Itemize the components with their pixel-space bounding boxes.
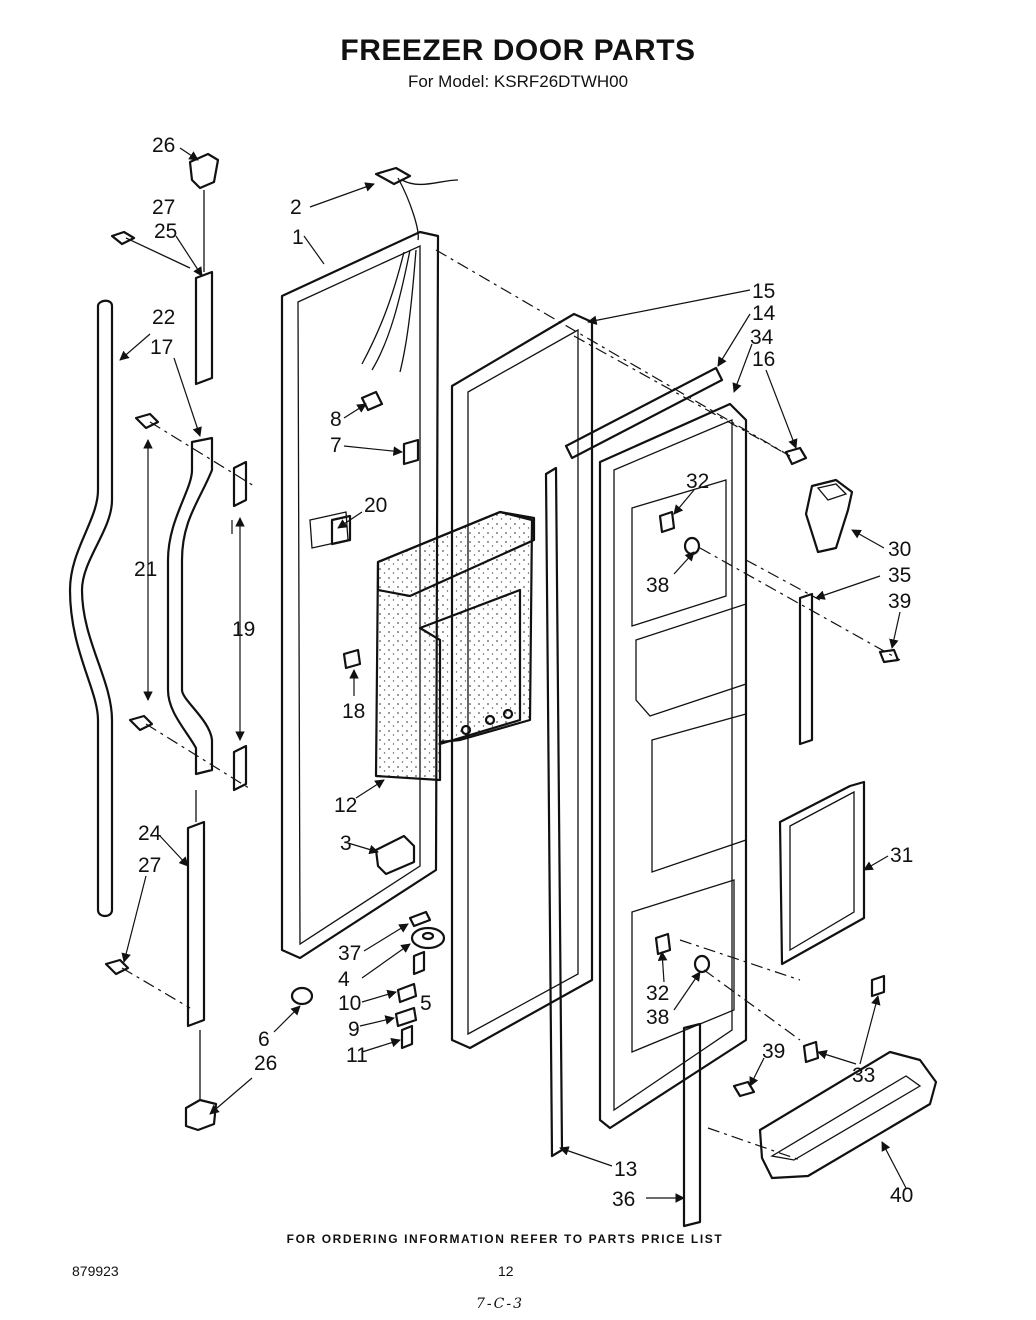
page-number: 12 [498, 1263, 514, 1279]
part-label: 33 [852, 1064, 875, 1087]
lower-hinge-bracket-24 [186, 790, 206, 1028]
part-label: 38 [646, 574, 669, 597]
part-label: 11 [346, 1044, 368, 1067]
part-label: 39 [888, 590, 911, 613]
shelf-clip-32-lower [654, 932, 672, 956]
screw-16 [784, 446, 808, 466]
switch-bracket-20 [330, 514, 352, 546]
spacer-10 [396, 982, 418, 1004]
part-label: 12 [334, 794, 357, 817]
part-label: 5 [420, 992, 432, 1015]
washer-37 [408, 910, 432, 928]
trim-strip-36 [682, 1022, 702, 1228]
part-label: 19 [232, 618, 255, 641]
hinge-bracket-3 [374, 834, 416, 876]
stud-38-lower [693, 954, 711, 974]
dispenser-housing-12 [374, 510, 536, 782]
ice-chute-30 [804, 478, 854, 554]
trim-strip-35 [798, 592, 814, 746]
model-subtitle: For Model: KSRF26DTWH00 [407, 72, 629, 91]
plate-9 [394, 1006, 418, 1028]
part-label: 20 [364, 494, 387, 517]
part-label: 8 [330, 408, 342, 431]
part-label: 6 [258, 1028, 270, 1051]
part-label: 14 [752, 302, 776, 325]
door-gasket-15 [450, 312, 594, 1050]
part-label: 2 [290, 196, 302, 219]
part-label: 15 [752, 280, 775, 303]
part-label: 26 [254, 1052, 277, 1075]
part-label: 4 [338, 968, 350, 991]
door-handle-17 [166, 436, 214, 776]
cam-6 [290, 986, 314, 1006]
screw-33-right [870, 974, 886, 998]
access-cover-31 [778, 780, 866, 966]
part-label: 27 [152, 196, 175, 219]
handle-screw-21-top [134, 412, 255, 487]
screw-5 [412, 950, 426, 976]
handle-trim-strip-22 [68, 299, 114, 918]
part-label: 25 [154, 220, 177, 243]
screw-39-upper [878, 648, 900, 664]
screw-11 [400, 1024, 414, 1050]
part-label: 39 [762, 1040, 785, 1063]
part-label: 40 [890, 1184, 913, 1207]
inner-door-liner-14 [564, 366, 748, 1130]
part-label: 7 [330, 434, 342, 457]
ordering-note: FOR ORDERING INFORMATION REFER TO PARTS … [286, 1232, 724, 1246]
part-label: 3 [340, 832, 352, 855]
breaker-strip-13 [544, 466, 564, 1158]
part-label: 21 [134, 558, 157, 581]
bottom-hinge-cap-26 [184, 1030, 218, 1132]
part-label: 32 [646, 982, 669, 1005]
bushing-4 [410, 926, 446, 950]
handwritten-mark: 7-C-3 [476, 1296, 524, 1312]
door-bin-40 [758, 1050, 938, 1180]
part-label: 37 [338, 942, 361, 965]
clip-18 [342, 648, 362, 670]
screw-33-left [802, 1040, 820, 1064]
part-label: 9 [348, 1018, 360, 1041]
part-label: 36 [612, 1188, 635, 1211]
page-title: FREEZER DOOR PARTS [340, 34, 696, 67]
part-label: 31 [890, 844, 913, 867]
part-label: 17 [150, 336, 173, 359]
part-label: 18 [342, 700, 365, 723]
part-label: 10 [338, 992, 361, 1015]
shelf-clip-32-upper [658, 510, 676, 534]
hinge-screw-27-lower [104, 958, 191, 1009]
outer-door-panel-1 [280, 230, 791, 960]
hinge-pin-screw-27 [110, 230, 191, 269]
part-label: 1 [292, 226, 304, 249]
wire-harness-2 [361, 166, 459, 373]
document-number: 879923 [72, 1263, 119, 1279]
stud-38-upper [683, 536, 701, 556]
top-hinge-cap-26 [188, 152, 220, 190]
part-label: 32 [686, 470, 709, 493]
part-label: 30 [888, 538, 911, 561]
wire-connector-7 [402, 438, 420, 466]
part-label: 38 [646, 1006, 669, 1029]
part-label: 22 [152, 306, 175, 329]
part-label: 34 [750, 326, 774, 349]
part-label: 13 [614, 1158, 637, 1181]
handle-spacer-19-bottom [232, 744, 248, 792]
part-label: 16 [752, 348, 775, 371]
screw-39-lower [732, 1080, 756, 1098]
part-label: 27 [138, 854, 161, 877]
part-label: 26 [152, 134, 175, 157]
wire-connector-8 [360, 390, 384, 412]
part-label: 35 [888, 564, 911, 587]
upper-hinge-bracket-25 [194, 190, 214, 386]
handle-spacer-19-top [232, 460, 248, 508]
part-label: 24 [138, 822, 162, 845]
